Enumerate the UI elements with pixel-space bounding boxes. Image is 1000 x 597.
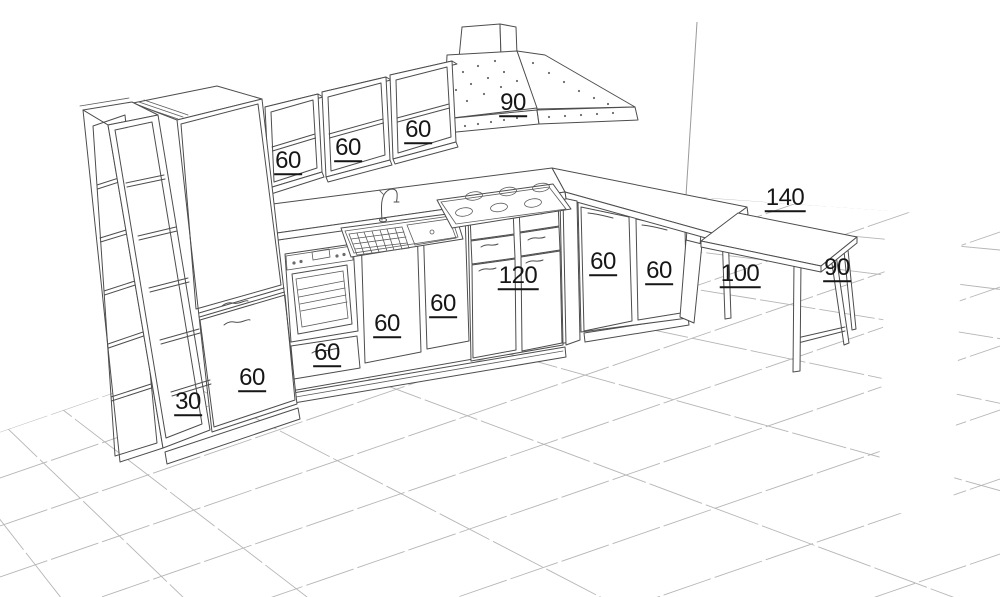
drawer-handle <box>527 236 546 241</box>
drawer-handle <box>480 243 499 248</box>
floor-grid-line <box>0 553 1000 597</box>
floor-grid-line <box>0 196 1000 597</box>
burner <box>499 186 517 197</box>
oven-rack <box>297 280 348 312</box>
floor-grid-line <box>0 286 1000 597</box>
floor-grid-line <box>0 196 1000 597</box>
oven <box>284 243 361 380</box>
corner-end-panel <box>562 197 581 346</box>
drawer-handle <box>311 348 339 354</box>
burner <box>532 182 550 193</box>
floor-grid-line <box>0 196 1000 411</box>
wall-corner-line <box>685 21 698 197</box>
burner <box>455 207 473 217</box>
door-handle <box>641 224 668 231</box>
floor-grid-line <box>0 196 350 597</box>
floor-grid-line <box>0 231 1000 578</box>
sink-bowl <box>406 218 457 246</box>
door-handle <box>587 212 614 219</box>
wall-cabinets <box>264 60 459 195</box>
cooktop <box>436 182 572 229</box>
sink-drainer <box>348 226 410 256</box>
burner <box>524 198 542 208</box>
drawer-handle <box>525 259 544 264</box>
range-hood <box>443 23 639 134</box>
floor-grid-line <box>0 196 1000 469</box>
bar-support-panel <box>679 239 703 324</box>
drawer-handle <box>478 267 497 272</box>
tall-cabinet <box>132 85 298 433</box>
sink <box>340 212 464 258</box>
burner <box>490 202 508 213</box>
floor-grid-line <box>0 478 1000 597</box>
floor-grid-line <box>0 409 1000 597</box>
sink-drain <box>429 229 435 235</box>
faucet <box>378 188 400 223</box>
floor-grid-line <box>0 196 930 597</box>
dining-table <box>700 212 858 373</box>
floor-grid-line <box>0 196 654 597</box>
floor-grid-line <box>0 345 1000 597</box>
door-handle <box>221 300 249 307</box>
floor-grid-gap <box>878 222 962 516</box>
burner <box>465 191 483 201</box>
shelf-column <box>79 97 301 465</box>
door-handle <box>223 319 251 326</box>
floor-grid-line <box>0 196 511 597</box>
